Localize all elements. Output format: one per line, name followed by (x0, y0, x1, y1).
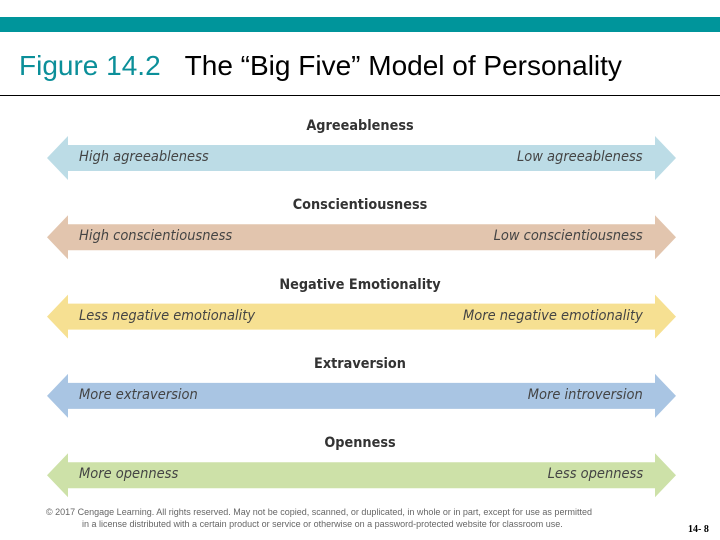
right-pole-label: Low conscientiousness (493, 228, 643, 245)
right-pole-label: Low agreeableness (517, 149, 643, 165)
double-arrow (47, 294, 676, 339)
dimension-label: Extraversion (314, 355, 406, 372)
double-arrow (47, 215, 676, 260)
left-pole-label: High conscientiousness (79, 228, 233, 245)
dimension-label: Negative Emotionality (279, 276, 441, 293)
dimension-label: Conscientiousness (292, 197, 428, 214)
double-arrow (47, 136, 676, 180)
accent-bar (0, 17, 720, 32)
left-pole-label: More extraversion (79, 386, 198, 403)
copyright-line-2: in a license distributed with a certain … (82, 519, 563, 529)
dimension-label: Agreeableness (306, 118, 414, 134)
double-arrow (47, 453, 676, 498)
figure-title: The “Big Five” Model of Personality (184, 50, 622, 81)
left-pole-label: Less negative emotionality (79, 307, 256, 324)
right-pole-label: More introversion (528, 386, 643, 403)
left-pole-label: More openness (79, 466, 179, 483)
copyright-line-1: © 2017 Cengage Learning. All rights rese… (46, 507, 592, 517)
page-number: 14- 8 (688, 524, 709, 535)
slide-title: Figure 14.2 The “Big Five” Model of Perso… (19, 50, 622, 82)
dimension-label: Openness (324, 435, 396, 452)
copyright-notice: © 2017 Cengage Learning. All rights rese… (46, 506, 666, 530)
right-pole-label: More negative emotionality (463, 307, 643, 324)
right-pole-label: Less openness (547, 466, 643, 483)
left-pole-label: High agreeableness (79, 149, 209, 165)
figure-number: Figure 14.2 (19, 50, 161, 81)
title-divider (0, 95, 720, 96)
double-arrow (47, 373, 676, 418)
